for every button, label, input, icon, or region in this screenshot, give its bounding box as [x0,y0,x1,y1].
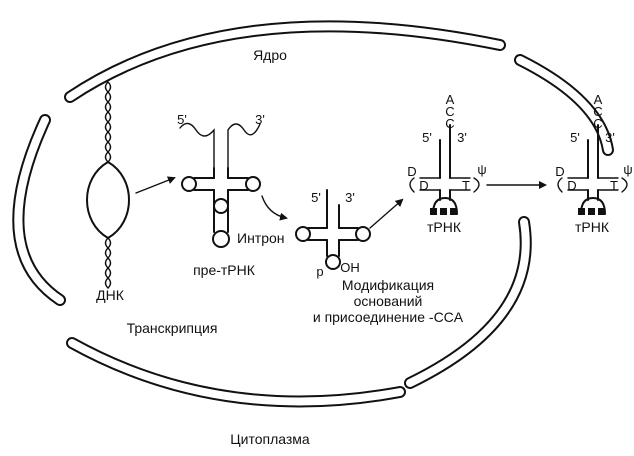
arrow-to-mature-trna [369,198,404,229]
envelope-segment-bottom [66,337,406,408]
trna-cyto-c1: C [593,104,602,119]
trna-cyto-d-lower: D [567,178,576,193]
cytoplasm-label: Цитоплазма [230,431,310,447]
hydroxyl-end-label: OH [340,260,360,275]
trna-cyto-3prime: 3' [605,130,615,145]
transcription-label: Транскрипция [127,320,218,336]
trna-nucleus-t: T [462,178,470,193]
modification-label-line2: оснований [354,293,423,309]
arrow-to-pre-trna [135,176,176,194]
nucleus-label: Ядро [253,47,287,63]
trna-nucleus-c2: C [445,116,454,131]
intron-label: Интрон [237,230,285,246]
pre-trna-structure [179,122,261,248]
envelope-segment-left [12,114,66,306]
envelope-segment-top [64,20,506,103]
modification-label-line1: Модификация [342,277,434,293]
envelope-segment-top-right [514,54,614,156]
trna-label-nucleus: тРНК [427,219,462,235]
trna-nucleus-d-lower: D [419,178,428,193]
nuclear-envelope [12,20,614,408]
trna-cyto-c2: C [593,116,602,131]
trna-cyto-5prime: 5' [570,130,580,145]
processed-trna-structure [295,189,371,270]
trna-cyto-a: A [594,92,603,107]
trna-nucleus-psi: ψ [477,162,486,177]
trna-cyto-t: T [610,178,618,193]
pre-trna-label: пре-тРНК [193,262,256,278]
trna-cyto-psi: ψ [623,162,632,177]
trna-nucleus-3prime: 3' [457,130,467,145]
processed-trna-5prime: 5' [311,190,321,205]
trna-nucleus-a: A [446,92,455,107]
intron-removal-arrow [261,195,288,221]
phosphate-end-label: p [316,264,323,279]
modification-label-line3: и присоединение -CCA [313,309,464,325]
dna-helix [86,81,130,289]
mature-trna-cytoplasm [557,124,628,215]
processed-trna-3prime: 3' [345,190,355,205]
trna-nucleus-c1: C [445,104,454,119]
pre-trna-5prime: 5' [177,112,187,127]
dna-label: ДНК [96,287,125,303]
trna-nucleus-5prime: 5' [422,130,432,145]
trna-nucleus-d-upper: D [407,164,416,179]
mature-trna-nucleus [409,124,480,215]
trna-label-cytoplasm: тРНК [575,219,610,235]
pre-trna-3prime: 3' [255,112,265,127]
trna-cyto-d-upper: D [555,164,564,179]
envelope-segment-bottom-right [404,216,532,389]
